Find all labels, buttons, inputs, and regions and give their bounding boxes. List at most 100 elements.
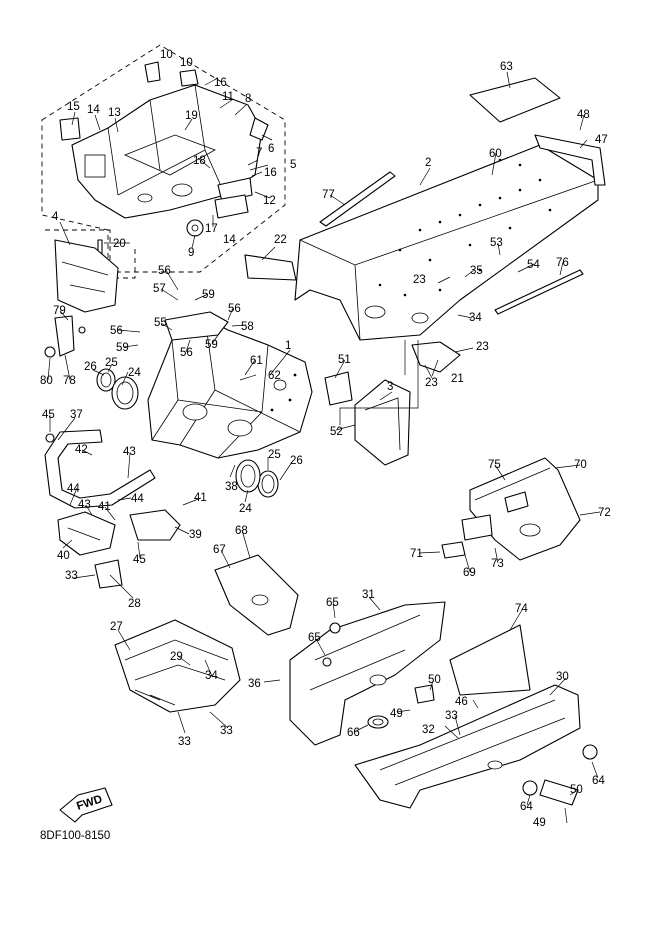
callout-65b[interactable]: 65 xyxy=(308,632,321,644)
callout-34a[interactable]: 34 xyxy=(205,670,218,682)
callout-63[interactable]: 63 xyxy=(500,61,513,73)
callout-17[interactable]: 17 xyxy=(205,223,218,235)
callout-26b[interactable]: 26 xyxy=(290,455,303,467)
callout-71[interactable]: 71 xyxy=(410,548,423,560)
callout-28[interactable]: 28 xyxy=(128,598,141,610)
callout-53[interactable]: 53 xyxy=(490,237,503,249)
callout-70[interactable]: 70 xyxy=(574,459,587,471)
callout-33a[interactable]: 33 xyxy=(65,570,78,582)
callout-12[interactable]: 12 xyxy=(263,195,276,207)
callout-7[interactable]: 7 xyxy=(256,147,262,159)
callout-45b[interactable]: 45 xyxy=(133,554,146,566)
callout-3[interactable]: 3 xyxy=(387,381,393,393)
callout-8[interactable]: 8 xyxy=(245,93,251,105)
callout-50b[interactable]: 50 xyxy=(570,784,583,796)
callout-23b[interactable]: 23 xyxy=(413,274,426,286)
callout-1[interactable]: 1 xyxy=(285,340,291,352)
callout-31[interactable]: 31 xyxy=(362,589,375,601)
callout-14a[interactable]: 14 xyxy=(87,104,100,116)
callout-80[interactable]: 80 xyxy=(40,375,53,387)
callout-20[interactable]: 20 xyxy=(113,238,126,250)
callout-30[interactable]: 30 xyxy=(556,671,569,683)
callout-24a[interactable]: 24 xyxy=(128,367,141,379)
callout-45a[interactable]: 45 xyxy=(42,409,55,421)
callout-41a[interactable]: 41 xyxy=(194,492,207,504)
callout-59b[interactable]: 59 xyxy=(116,342,129,354)
callout-11[interactable]: 11 xyxy=(222,91,234,103)
callout-16a[interactable]: 16 xyxy=(214,77,227,89)
callout-43b[interactable]: 43 xyxy=(78,499,91,511)
callout-62[interactable]: 62 xyxy=(268,370,281,382)
callout-46[interactable]: 46 xyxy=(455,696,468,708)
callout-4[interactable]: 4 xyxy=(52,211,59,223)
callout-9[interactable]: 9 xyxy=(188,247,194,259)
callout-64a[interactable]: 64 xyxy=(592,775,605,787)
callout-47[interactable]: 47 xyxy=(595,134,608,146)
callout-44b[interactable]: 44 xyxy=(131,493,144,505)
callout-50a[interactable]: 50 xyxy=(428,674,441,686)
callout-75[interactable]: 75 xyxy=(488,459,501,471)
callout-23a[interactable]: 23 xyxy=(476,341,489,353)
callout-69[interactable]: 69 xyxy=(463,567,476,579)
callout-48[interactable]: 48 xyxy=(577,109,590,121)
callout-65a[interactable]: 65 xyxy=(326,597,339,609)
callout-40[interactable]: 40 xyxy=(57,550,70,562)
callout-21[interactable]: 21 xyxy=(451,373,464,385)
callout-60[interactable]: 60 xyxy=(489,148,502,160)
callout-79[interactable]: 79 xyxy=(53,305,66,317)
callout-59a[interactable]: 59 xyxy=(202,289,215,301)
callout-19[interactable]: 19 xyxy=(185,110,198,122)
callout-18[interactable]: 18 xyxy=(193,155,206,167)
callout-66[interactable]: 66 xyxy=(347,727,360,739)
callout-37[interactable]: 37 xyxy=(70,409,83,421)
callout-58[interactable]: 58 xyxy=(241,321,254,333)
callout-56d[interactable]: 56 xyxy=(228,303,241,315)
callout-56c[interactable]: 56 xyxy=(180,347,193,359)
callout-56a[interactable]: 56 xyxy=(158,265,171,277)
callout-39[interactable]: 39 xyxy=(189,529,202,541)
callout-49b[interactable]: 49 xyxy=(533,817,546,829)
callout-74[interactable]: 74 xyxy=(515,603,528,615)
callout-51[interactable]: 51 xyxy=(338,354,351,366)
callout-15[interactable]: 15 xyxy=(67,101,80,113)
callout-5[interactable]: 5 xyxy=(290,159,296,171)
callout-41b[interactable]: 41 xyxy=(98,501,111,513)
callout-22[interactable]: 22 xyxy=(274,234,287,246)
callout-76[interactable]: 76 xyxy=(556,257,569,269)
callout-25b[interactable]: 25 xyxy=(268,449,281,461)
callout-49a[interactable]: 49 xyxy=(390,708,403,720)
callout-29[interactable]: 29 xyxy=(170,651,183,663)
callout-32[interactable]: 32 xyxy=(422,724,435,736)
callout-59c[interactable]: 59 xyxy=(205,339,218,351)
callout-6[interactable]: 6 xyxy=(268,143,274,155)
callout-33c[interactable]: 33 xyxy=(220,725,233,737)
callout-26a[interactable]: 26 xyxy=(84,361,97,373)
callout-77[interactable]: 77 xyxy=(322,189,335,201)
callout-78[interactable]: 78 xyxy=(63,375,76,387)
callout-33b[interactable]: 33 xyxy=(178,736,191,748)
callout-56b[interactable]: 56 xyxy=(110,325,123,337)
callout-13[interactable]: 13 xyxy=(108,107,121,119)
callout-34b[interactable]: 34 xyxy=(469,312,482,324)
callout-57[interactable]: 57 xyxy=(153,283,166,295)
callout-2[interactable]: 2 xyxy=(425,157,431,169)
callout-44a[interactable]: 44 xyxy=(67,483,80,495)
callout-24b[interactable]: 24 xyxy=(239,503,252,515)
callout-10a[interactable]: 10 xyxy=(160,49,173,61)
callout-72[interactable]: 72 xyxy=(598,507,611,519)
callout-35[interactable]: 35 xyxy=(470,265,483,277)
callout-14b[interactable]: 14 xyxy=(223,234,236,246)
callout-43a[interactable]: 43 xyxy=(123,446,136,458)
callout-68[interactable]: 68 xyxy=(235,525,248,537)
callout-33d[interactable]: 33 xyxy=(445,710,458,722)
callout-61[interactable]: 61 xyxy=(250,355,263,367)
callout-27[interactable]: 27 xyxy=(110,621,123,633)
callout-55[interactable]: 55 xyxy=(154,317,167,329)
callout-64b[interactable]: 64 xyxy=(520,801,533,813)
callout-10b[interactable]: 10 xyxy=(180,57,193,69)
callout-38[interactable]: 38 xyxy=(225,481,238,493)
callout-36[interactable]: 36 xyxy=(248,678,261,690)
callout-42[interactable]: 42 xyxy=(75,444,88,456)
callout-16b[interactable]: 16 xyxy=(264,167,277,179)
callout-73[interactable]: 73 xyxy=(491,558,504,570)
